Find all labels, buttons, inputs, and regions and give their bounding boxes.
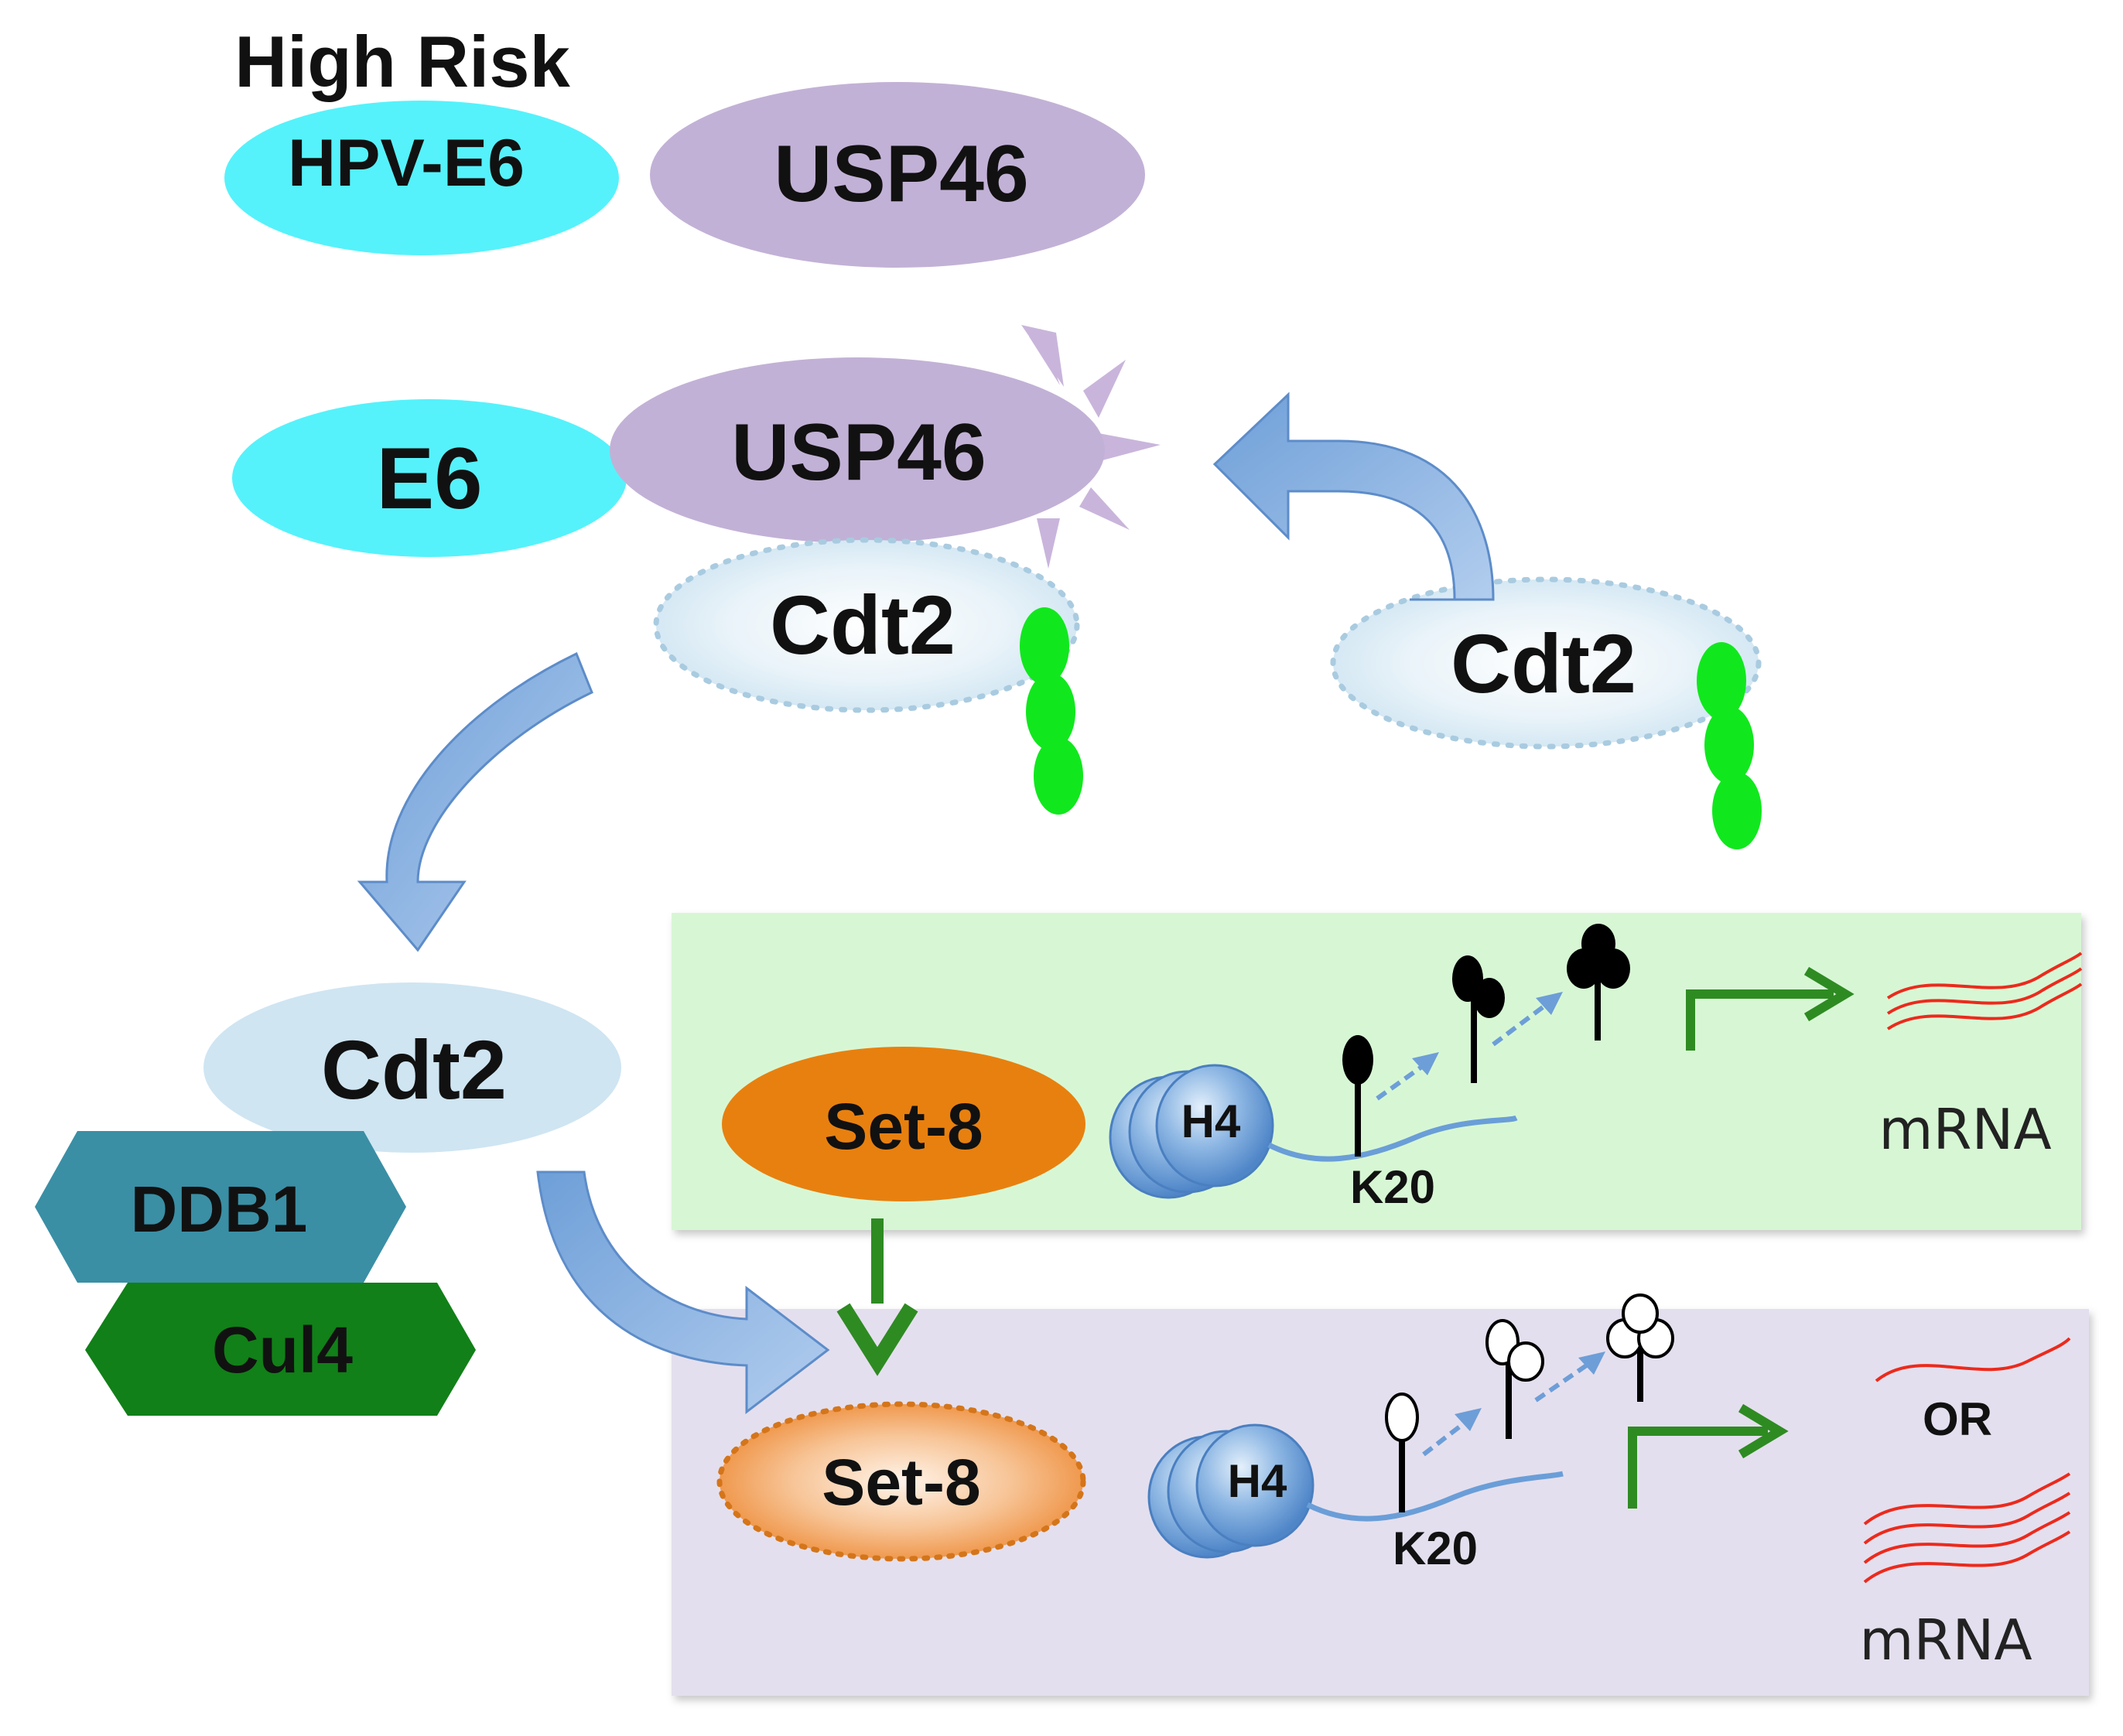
methyl-di-degraded: [1485, 1319, 1544, 1439]
ubiquitin-chain-bound: [1020, 607, 1083, 815]
set8-degraded-label: Set-8: [822, 1446, 980, 1519]
methyl-di-active: [1452, 955, 1505, 1083]
e6-oval: [232, 399, 627, 557]
usp46-mid-label: USP46: [731, 408, 986, 497]
mrna-active-label: mRNA: [1879, 1097, 2051, 1162]
usp46-top-label: USP46: [774, 129, 1029, 219]
usp46-mid-oval: [610, 357, 1105, 543]
h4-nucleosome-active: [1109, 1064, 1274, 1199]
dashed-arrowheads-active: [1412, 992, 1563, 1075]
dashed-arrowheads-degraded: [1455, 1352, 1605, 1431]
h4-active-label: H4: [1181, 1095, 1241, 1147]
arrow-cdt2-to-usp46: [1212, 391, 1495, 601]
h4-degraded-label: H4: [1228, 1455, 1287, 1507]
cdt2-free-label: Cdt2: [1451, 617, 1636, 710]
hpv-e6-label: HPV-E6: [288, 126, 525, 200]
h4-tail-active: [1267, 1115, 1518, 1162]
set8-active-label: Set-8: [824, 1090, 983, 1163]
cul4-label: Cul4: [212, 1314, 353, 1386]
title-high-risk: High Risk: [234, 21, 570, 102]
mrna-strands-multiple: [1863, 1472, 2071, 1584]
mrna-strand-single: [1875, 1337, 2071, 1382]
methyl-mono-active: [1342, 1035, 1373, 1157]
cdt2-complex-label: Cdt2: [321, 1023, 507, 1116]
arrow-set8-down: [836, 1218, 918, 1376]
set8-degraded-oval: [716, 1401, 1086, 1562]
usp46-activity-burst: [1021, 325, 1161, 569]
transcription-arrow-degraded: [1628, 1403, 1789, 1509]
h4-nucleosome-degraded: [1147, 1423, 1314, 1559]
hpv-e6-oval: [224, 101, 619, 255]
ddb1-label: DDB1: [131, 1173, 308, 1246]
ddb1-hexagon: [35, 1131, 406, 1283]
cdt2-free-oval: [1330, 576, 1762, 750]
ubiquitin-chain-free: [1697, 642, 1762, 849]
mrna-degraded-label: mRNA: [1859, 1608, 2032, 1673]
mrna-strands-active: [1886, 952, 2083, 1030]
cdt2-bound-oval: [653, 537, 1080, 713]
cdt2-complex-oval: [203, 982, 621, 1153]
methyl-mono-degraded: [1385, 1393, 1419, 1512]
methyl-tri-active: [1567, 924, 1630, 1041]
arrow-cdt2-to-set8: [536, 1170, 830, 1415]
k20-degraded-label: K20: [1393, 1522, 1478, 1574]
methyl-tri-degraded: [1606, 1293, 1674, 1402]
usp46-top-oval: [650, 82, 1145, 268]
or-label: OR: [1923, 1393, 1992, 1445]
cdt2-bound-label: Cdt2: [770, 578, 956, 672]
e6-label: E6: [377, 430, 483, 527]
h4-tail-degraded: [1306, 1471, 1564, 1522]
cul4-hexagon: [85, 1283, 476, 1416]
set8-active-oval: [722, 1047, 1085, 1201]
k20-active-label: K20: [1350, 1161, 1435, 1213]
arrow-complex-to-cdt2: [357, 651, 593, 952]
transcription-arrow-active: [1686, 966, 1855, 1051]
